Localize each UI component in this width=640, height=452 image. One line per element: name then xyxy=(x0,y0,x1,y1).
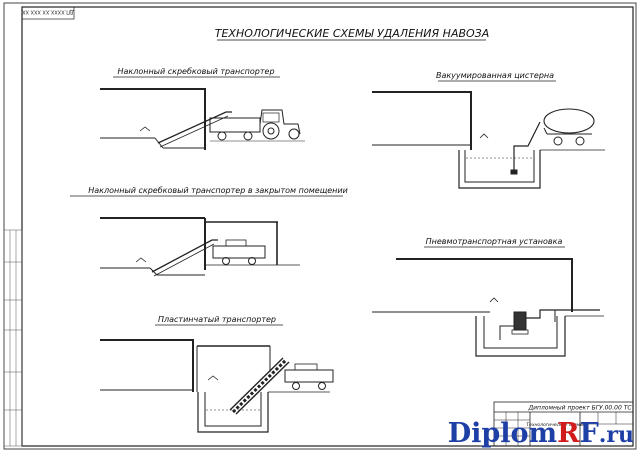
left-margin-stamps xyxy=(3,229,23,447)
scheme-incline-conveyor: Наклонный скребковый транспортер xyxy=(100,67,305,150)
stamp-code: ДП.ХХХХ.ХХ ХХХ ХХ xyxy=(22,9,74,15)
scheme-label-pneumatic: Пневмотранспортная установка xyxy=(426,237,563,246)
watermark-logo: DiplomRF.ru xyxy=(447,418,634,449)
outer-frame xyxy=(3,2,637,450)
scheme-label-vacuum-tank: Вакуумированная цистерна xyxy=(436,71,554,80)
inner-frame xyxy=(21,6,634,447)
top-left-stamp: ДП.ХХХХ.ХХ ХХХ ХХ xyxy=(22,6,75,20)
scheme-label-incline-enclosed: Наклонный скребковый транспортер в закры… xyxy=(88,186,348,195)
scheme-plate-conveyor: Пластинчатый транспортер xyxy=(100,315,334,433)
scheme-label-incline-conveyor: Наклонный скребковый транспортер xyxy=(117,67,274,76)
scheme-pneumatic: Пневмотранспортная установка xyxy=(372,237,604,357)
title-block: Дипломный проект БГУ.00.00 ТС Технологич… xyxy=(493,401,634,447)
title-block-project: Дипломный проект БГУ.00.00 ТС xyxy=(527,405,632,412)
scheme-label-plate-conveyor: Пластинчатый транспортер xyxy=(158,315,276,324)
page-title: ТЕХНОЛОГИЧЕСКИЕ СХЕМЫ УДАЛЕНИЯ НАВОЗА xyxy=(215,27,490,40)
scheme-incline-enclosed: Наклонный скребковый транспортер в закры… xyxy=(70,186,348,277)
scheme-vacuum-tank: Вакуумированная цистерна xyxy=(372,71,605,189)
title-block-sheet-name: Технологические схемы xyxy=(526,422,584,428)
